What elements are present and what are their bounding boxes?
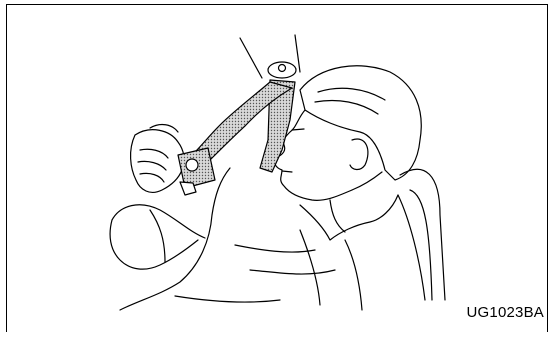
jaw-line	[352, 172, 382, 190]
shirt-fold-3	[300, 230, 320, 305]
eye	[292, 129, 304, 130]
pillar-line-right	[295, 35, 300, 72]
forearm-outer	[110, 220, 198, 269]
upper-arm	[112, 205, 205, 238]
hair-strand-2	[315, 101, 378, 115]
pillar-line-left	[240, 38, 262, 78]
finger-2	[138, 161, 166, 170]
hand	[131, 130, 185, 193]
shirt-fold-4	[345, 240, 362, 310]
finger-3	[140, 173, 164, 182]
body-left	[120, 168, 230, 310]
seat-back-inner	[410, 190, 432, 300]
tongue-tip	[180, 182, 196, 195]
collar	[300, 195, 398, 240]
body-right	[398, 195, 425, 300]
tongue-slot	[186, 159, 198, 171]
mouth	[282, 171, 292, 172]
sleeve-cuff	[150, 210, 165, 262]
ear	[350, 139, 368, 170]
neck	[330, 200, 345, 232]
finger-1	[140, 149, 168, 158]
thumb	[150, 125, 178, 132]
chest-line	[175, 296, 280, 302]
anchor-bolt	[279, 65, 286, 72]
hair	[300, 66, 421, 180]
hair-strand-1	[318, 88, 385, 100]
shirt-fold-1	[235, 245, 315, 252]
shirt-fold-2	[250, 270, 335, 274]
figure-code-label: UG1023BA	[467, 304, 544, 321]
